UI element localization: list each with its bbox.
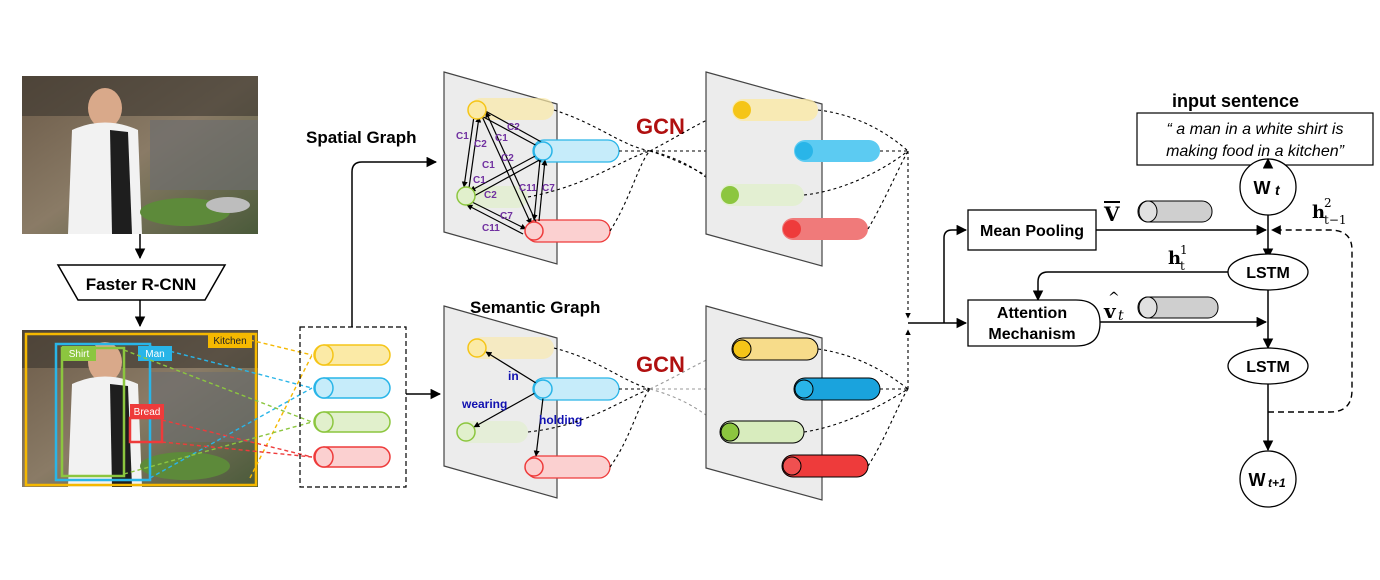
attended-feature-subscript: t [1118, 308, 1124, 324]
faster-rcnn-label: Faster R-CNN [86, 275, 197, 294]
word-t-label: W [1254, 178, 1271, 198]
input-sentence-title: input sentence [1172, 91, 1299, 111]
lstm-attention-label: LSTM [1246, 265, 1290, 282]
attention-label-line1: Attention [997, 305, 1067, 322]
input-sentence-line2: making food in a kitchen” [1166, 143, 1345, 160]
semantic-graph-plane: in wearing holding [443, 305, 620, 499]
attended-feature-cylinder [1137, 296, 1219, 319]
faster-rcnn-block: Faster R-CNN [56, 264, 227, 301]
h2-label: h [1312, 202, 1325, 223]
spatial-edge-label: C1 [495, 133, 508, 144]
mean-pooling-block [967, 209, 1097, 251]
spatial-merge-links [803, 109, 911, 319]
word-next-subscript: t+1 [1268, 476, 1286, 490]
decoder: input sentence “ a man in a white shirt … [967, 91, 1374, 508]
spatial-edge-label: C1 [473, 175, 486, 186]
semantic-graph-title: Semantic Graph [470, 298, 600, 317]
input-sentence-line1: “ a man in a white shirt is [1167, 121, 1344, 138]
h1-label: h [1168, 248, 1181, 269]
spatial-edge-label: C7 [500, 211, 513, 222]
spatial-edge-label: C11 [519, 183, 537, 194]
word-next-label: W [1249, 470, 1266, 490]
mean-feature-cylinder [1137, 200, 1213, 223]
attention-block [967, 299, 1101, 347]
region-features [299, 326, 407, 488]
attention-label-line2: Mechanism [988, 326, 1075, 343]
h2-superscript: 2 [1324, 196, 1332, 210]
kitchen-tag: Kitchen [213, 336, 246, 347]
lstm-language-label: LSTM [1246, 359, 1290, 376]
attended-feature-hat: ^ [1108, 290, 1120, 306]
semantic-edge-holding: holding [539, 413, 582, 427]
spatial-edge-label: C2 [474, 139, 487, 150]
bread-tag: Bread [134, 407, 161, 418]
semantic-edge-in: in [508, 369, 519, 383]
word-next-node [1239, 450, 1297, 508]
attended-feature-label: v [1103, 299, 1117, 323]
spatial-edge-label: C2 [507, 122, 520, 133]
word-t-subscript: t [1275, 182, 1281, 198]
spatial-graph-plane: C1 C2 C1 C2 C1 C2 C1 C2 C11 C7 C7 C11 [443, 71, 620, 265]
spatial-edge-label: C2 [501, 153, 514, 164]
mean-pooling-label: Mean Pooling [980, 223, 1084, 240]
input-photo [22, 76, 258, 234]
mean-feature-label: V [1103, 202, 1120, 226]
region-feature-links [123, 339, 313, 479]
spatial-edge-label: C7 [542, 183, 555, 194]
semantic-edge-wearing: wearing [461, 397, 507, 411]
h1-superscript: 1 [1180, 243, 1188, 257]
input-sentence-box [1136, 112, 1374, 166]
spatial-edge-label: C2 [484, 190, 497, 201]
gcn-bottom-label: GCN [636, 352, 685, 377]
semantic-refined-plane [705, 305, 881, 501]
gcn-top-label: GCN [636, 114, 685, 139]
spatial-edge-label: C1 [456, 131, 469, 142]
h2-subscript: t−1 [1324, 213, 1347, 227]
spatial-graph-title: Spatial Graph [306, 128, 417, 147]
man-tag: Man [145, 349, 164, 360]
shirt-tag: Shirt [69, 349, 90, 360]
spatial-edge-label: C1 [482, 160, 495, 171]
semantic-merge-links [803, 329, 911, 467]
spatial-refined-plane [705, 71, 880, 267]
spatial-edge-label: C11 [482, 223, 500, 234]
detection-photo: Shirt Man Kitchen Bread [22, 330, 258, 487]
h1-subscript: t [1180, 259, 1185, 273]
